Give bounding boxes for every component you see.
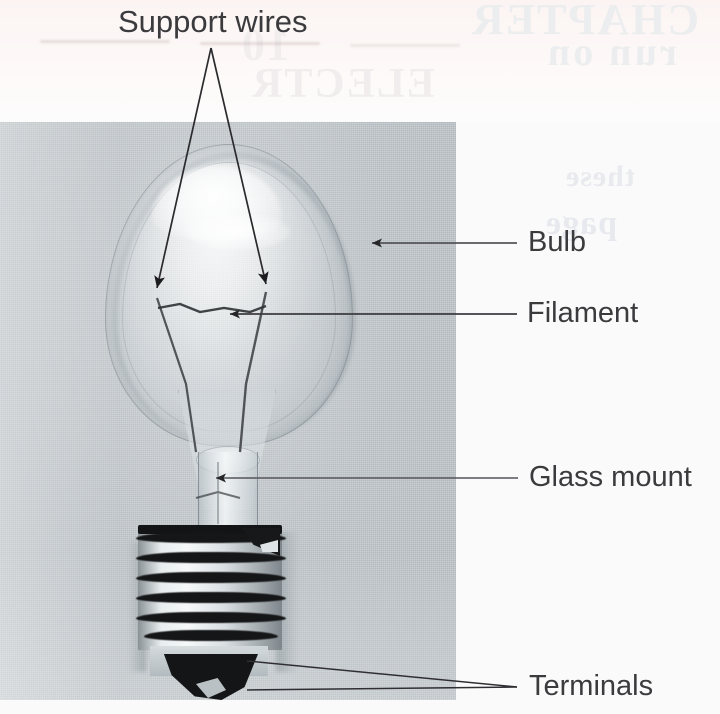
- paper-tint: [0, 0, 720, 122]
- screw-base: [136, 525, 286, 650]
- label-filament: Filament: [527, 297, 639, 329]
- paper-smudge: [40, 40, 170, 43]
- bleed-through-text: ELECTR: [250, 61, 435, 107]
- paper-smudge: [200, 42, 320, 45]
- bleed-through-text: these: [565, 160, 635, 193]
- label-terminals: Terminals: [529, 670, 654, 702]
- label-support-wires: Support wires: [118, 4, 308, 39]
- screw-base-top-edge: [138, 525, 282, 534]
- screw-thread: [144, 630, 278, 641]
- photo-light-band: [0, 122, 120, 700]
- screw-thread: [136, 552, 286, 563]
- bleed-through-text: run on: [545, 29, 678, 74]
- paper-smudge: [350, 44, 460, 47]
- screw-thread: [136, 612, 286, 623]
- light-bulb-photo: [0, 122, 456, 700]
- screw-thread: [136, 572, 286, 583]
- screw-thread: [136, 532, 286, 543]
- label-glass-mount: Glass mount: [529, 461, 692, 493]
- bulb-internal-parts: [155, 291, 268, 524]
- label-bulb: Bulb: [528, 226, 587, 258]
- screw-thread: [136, 592, 286, 603]
